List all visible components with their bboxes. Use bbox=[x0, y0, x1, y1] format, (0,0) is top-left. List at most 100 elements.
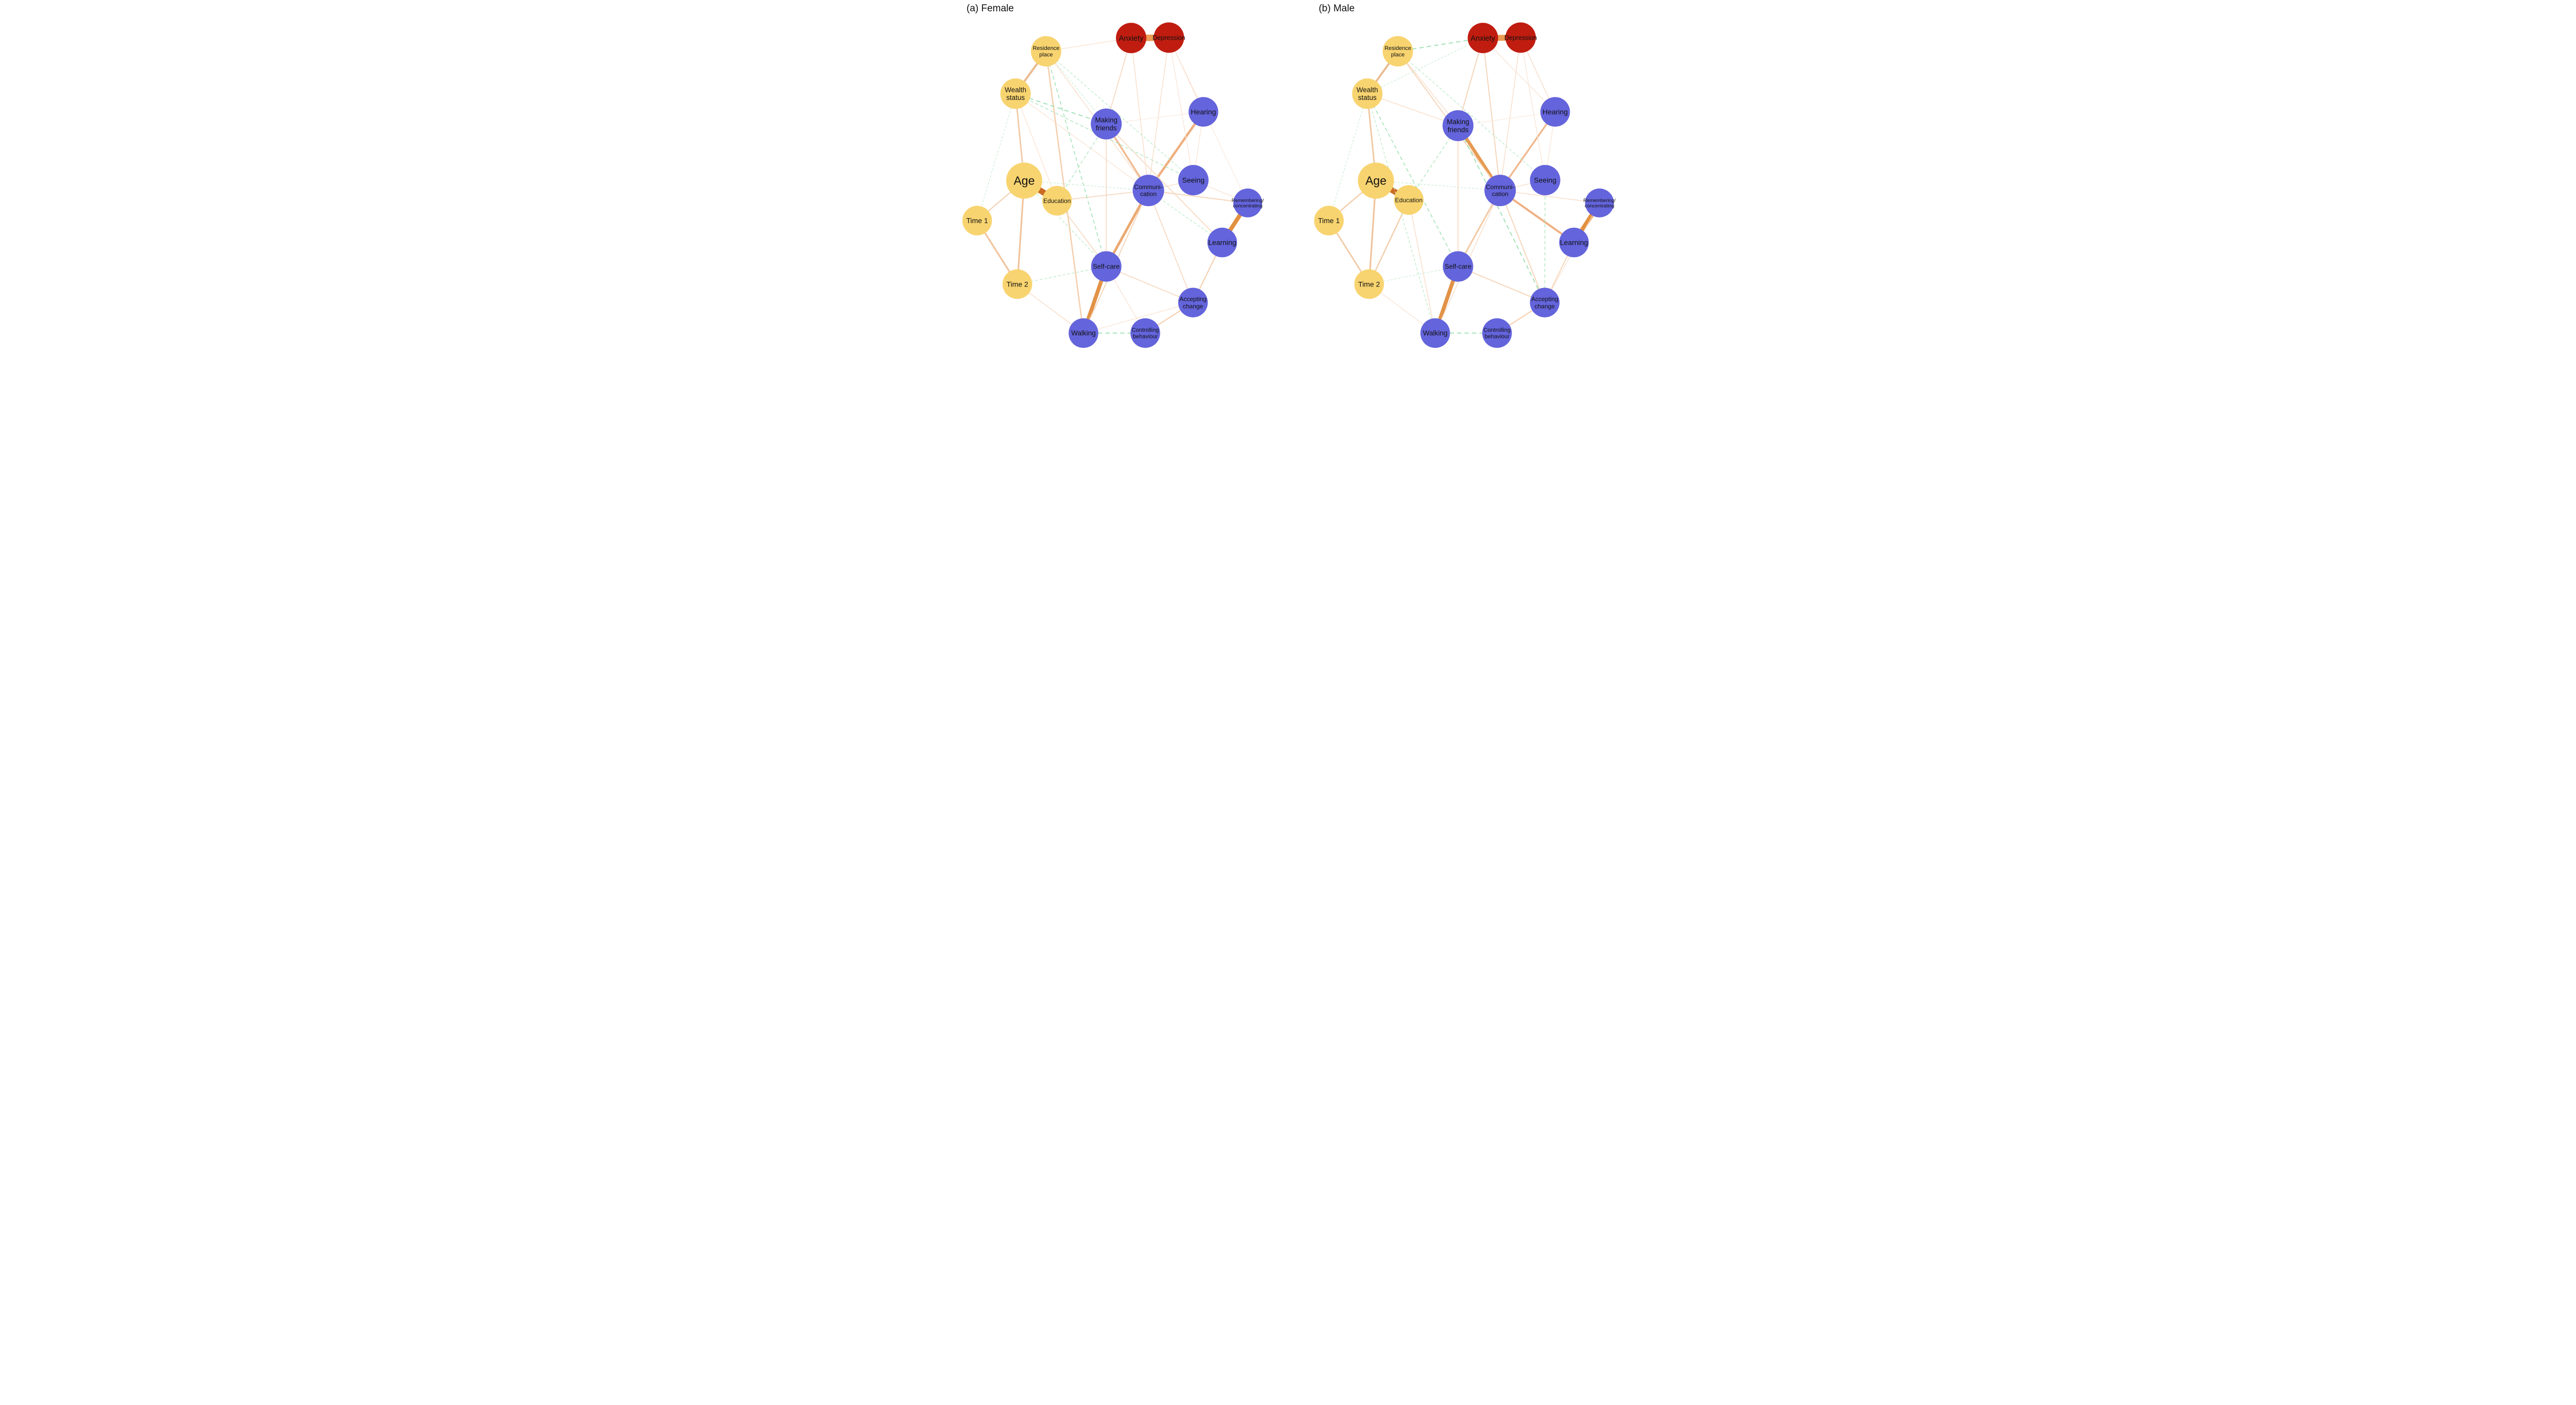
node-label-time1: Time 1 bbox=[1318, 216, 1340, 225]
edge-age-communication-neg bbox=[1376, 180, 1501, 191]
node-age: Age bbox=[1006, 162, 1042, 199]
edge-residence-making_friends-neg bbox=[1045, 51, 1107, 125]
node-education: Education bbox=[1042, 185, 1072, 216]
node-circle-education bbox=[1394, 185, 1424, 215]
node-label-education: Education bbox=[1395, 196, 1422, 204]
node-circle-residence bbox=[1030, 36, 1061, 67]
node-circle-seeing bbox=[1178, 165, 1209, 196]
edge-depression-seeing-pos bbox=[1520, 37, 1546, 180]
node-selfcare: Self-care bbox=[1443, 251, 1473, 282]
edge-depression-communication-pos bbox=[1148, 37, 1170, 191]
node-circle-walking bbox=[1069, 318, 1098, 348]
node-label-depression: Depression bbox=[1504, 34, 1537, 41]
node-circle-anxiety bbox=[1467, 23, 1498, 54]
edge-residence-seeing-neg bbox=[1045, 50, 1194, 181]
edge-making_friends-hearing-pos bbox=[1458, 111, 1555, 126]
edge-communication-remembering-pos bbox=[1500, 190, 1600, 204]
panel-a-title: (a) Female bbox=[967, 3, 1014, 14]
edge-walking-accepting-pos bbox=[1083, 302, 1193, 334]
node-walking: Walking bbox=[1420, 318, 1450, 348]
node-circle-learning bbox=[1559, 227, 1589, 258]
node-label-education: Education bbox=[1043, 197, 1071, 205]
node-time2: Time 2 bbox=[1354, 269, 1384, 299]
node-circle-time1 bbox=[1314, 206, 1344, 235]
edge-making_friends-hearing-pos bbox=[1106, 111, 1204, 125]
node-remembering: Remembering/concentrating bbox=[1232, 188, 1264, 217]
edge-communication-accepting-pos bbox=[1148, 190, 1194, 303]
edge-anxiety-communication-pos bbox=[1482, 38, 1501, 191]
node-circle-anxiety bbox=[1116, 23, 1147, 54]
edge-wealth-time1-neg bbox=[1328, 93, 1368, 221]
node-circle-selfcare bbox=[1443, 251, 1473, 282]
node-depression: Depression bbox=[1504, 22, 1537, 53]
node-hearing: Hearing bbox=[1189, 97, 1218, 127]
node-anxiety: Anxiety bbox=[1116, 23, 1147, 54]
node-communication: Communi-cation bbox=[1484, 175, 1516, 207]
node-label-learning: Learning bbox=[1560, 239, 1588, 247]
edge-hearing-communication-pos bbox=[1147, 111, 1205, 191]
node-label-age: Age bbox=[1013, 174, 1035, 188]
edge-age-selfcare-neg bbox=[1024, 180, 1107, 267]
node-label-time2: Time 2 bbox=[1358, 280, 1380, 288]
edge-hearing-communication-pos bbox=[1499, 111, 1556, 191]
edge-making_friends-accepting-neg bbox=[1457, 125, 1546, 303]
node-learning: Learning bbox=[1207, 227, 1238, 258]
node-circle-selfcare bbox=[1091, 251, 1122, 282]
node-circle-hearing bbox=[1189, 97, 1218, 127]
node-circle-education bbox=[1042, 185, 1072, 216]
edge-anxiety-communication-pos bbox=[1130, 38, 1149, 191]
node-hearing: Hearing bbox=[1540, 97, 1570, 127]
edge-age-communication-neg bbox=[1024, 180, 1149, 191]
node-circle-depression bbox=[1154, 22, 1184, 53]
edge-wealth-time1-neg bbox=[977, 93, 1016, 221]
edge-making_friends-learning-pos bbox=[1106, 123, 1223, 243]
node-time1: Time 1 bbox=[962, 206, 992, 235]
node-circle-depression bbox=[1505, 22, 1536, 53]
node-seeing: Seeing bbox=[1530, 165, 1561, 196]
node-communication: Communi-cation bbox=[1132, 175, 1164, 207]
node-circle-wealth bbox=[1000, 78, 1031, 109]
node-anxiety: Anxiety bbox=[1467, 23, 1498, 54]
node-circle-time1 bbox=[962, 206, 992, 235]
node-circle-walking bbox=[1420, 318, 1450, 348]
node-label-selfcare: Self-care bbox=[1445, 263, 1471, 270]
node-circle-controlling bbox=[1482, 318, 1512, 348]
node-circle-communication bbox=[1132, 175, 1164, 207]
edge-selfcare-accepting-pos bbox=[1106, 266, 1193, 303]
edge-anxiety-wealth-neg bbox=[1367, 38, 1483, 94]
edge-communication-accepting-pos bbox=[1499, 190, 1546, 303]
node-label-remembering: Remembering/concentrating bbox=[1232, 198, 1264, 209]
node-label-hearing: Hearing bbox=[1543, 108, 1568, 116]
node-label-anxiety: Anxiety bbox=[1470, 35, 1495, 43]
node-circle-remembering bbox=[1233, 188, 1262, 217]
node-seeing: Seeing bbox=[1178, 165, 1209, 196]
edge-wealth-walking-neg bbox=[1367, 93, 1436, 334]
node-circle-learning bbox=[1207, 227, 1238, 258]
node-circle-communication bbox=[1484, 175, 1516, 207]
node-circle-accepting bbox=[1178, 287, 1208, 317]
node-selfcare: Self-care bbox=[1091, 251, 1122, 282]
edge-residence-seeing-neg bbox=[1397, 50, 1546, 181]
node-label-selfcare: Self-care bbox=[1093, 263, 1120, 270]
node-circle-age bbox=[1358, 162, 1394, 199]
node-label-communication: Communi-cation bbox=[1134, 183, 1162, 198]
